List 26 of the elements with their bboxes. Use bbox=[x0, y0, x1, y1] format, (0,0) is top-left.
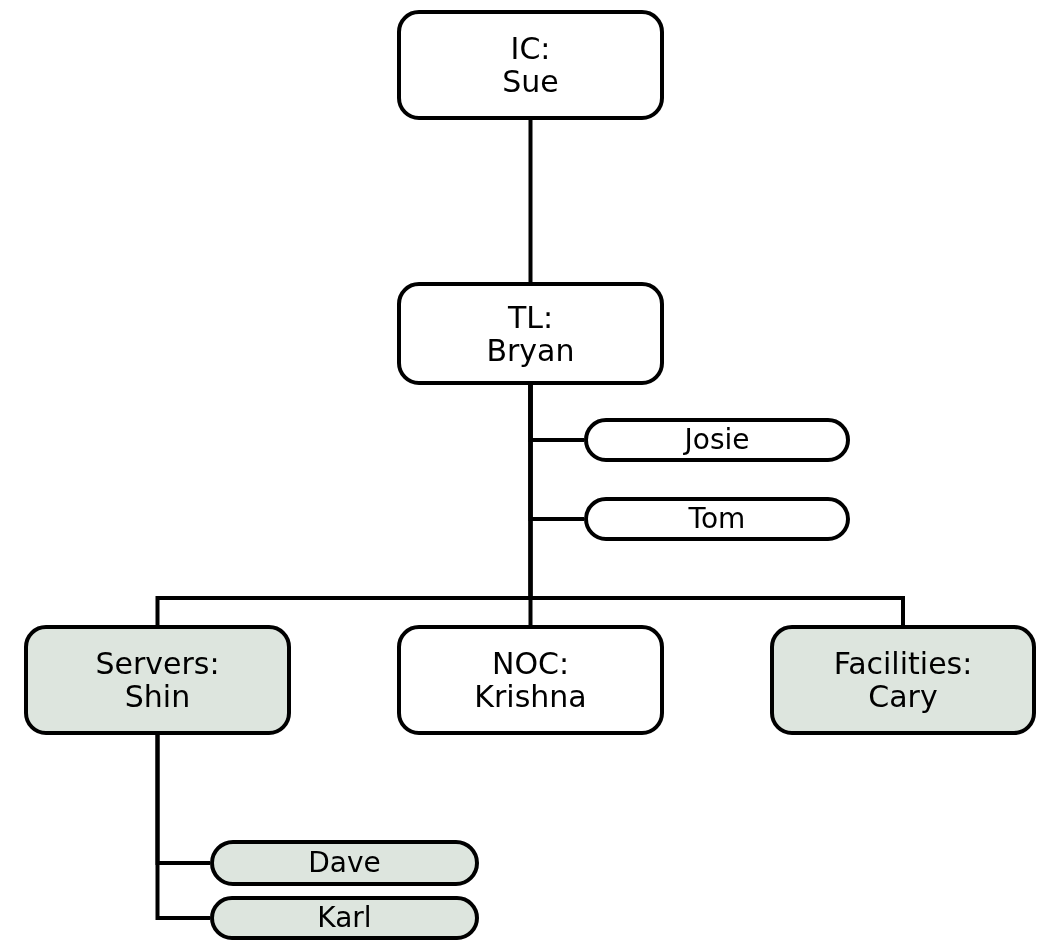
role-box bbox=[24, 625, 291, 735]
role-box bbox=[397, 10, 664, 120]
node-label: IC: bbox=[510, 32, 551, 65]
node-label: Shin bbox=[124, 680, 191, 713]
member-pill bbox=[584, 418, 850, 462]
role-box bbox=[397, 625, 664, 735]
role-box bbox=[770, 625, 1036, 735]
node-label: Krishna bbox=[474, 680, 587, 713]
member-pill bbox=[584, 497, 850, 541]
node-label: Dave bbox=[308, 847, 381, 879]
node-label: NOC: bbox=[491, 647, 570, 680]
connector-line bbox=[528, 120, 533, 282]
member-pill bbox=[210, 840, 479, 886]
node-label: Josie bbox=[684, 424, 750, 456]
connector-line bbox=[155, 735, 210, 920]
node-label: Facilities: bbox=[833, 647, 973, 680]
node-label: Tom bbox=[688, 503, 746, 535]
connector-line bbox=[528, 385, 905, 625]
node-label: TL: bbox=[507, 300, 554, 334]
node-label: Servers: bbox=[95, 647, 220, 680]
node-label: Sue bbox=[502, 65, 559, 98]
node-label: Bryan bbox=[486, 333, 575, 367]
member-pill bbox=[210, 896, 479, 940]
node-label: Karl bbox=[317, 902, 372, 934]
role-box bbox=[397, 282, 664, 385]
node-label: Cary bbox=[868, 680, 938, 713]
